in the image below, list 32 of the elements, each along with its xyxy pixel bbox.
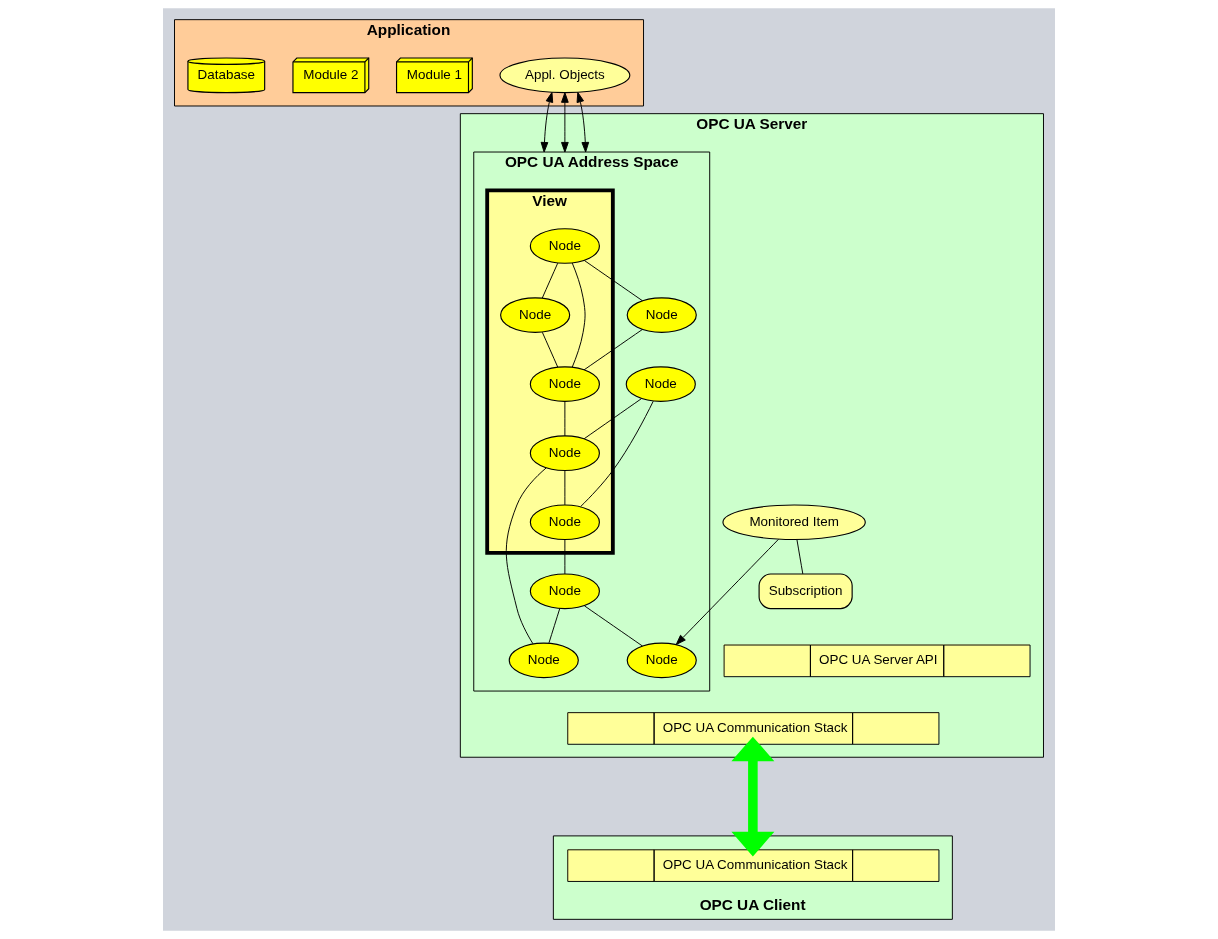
node-ellipse: Node [529,366,600,402]
connector [505,467,547,645]
connector [541,331,559,368]
node-box: Subscription [758,573,853,610]
node-ellipse: Node [508,642,579,679]
node-ellipse: Node [529,504,600,541]
node-ellipse: Node [626,297,697,333]
connector [796,539,804,575]
arrow [675,538,779,645]
node-ellipse: Node [625,366,696,402]
arrow [576,91,590,153]
connector [564,401,566,437]
node-ellipse: Node [529,573,600,610]
connector [584,605,643,647]
connector [583,329,643,371]
node-ellipse: Monitored Item [722,504,866,541]
node-ellipse: Node [529,435,600,472]
connector [571,262,586,368]
connector [541,262,559,299]
arrow [561,92,569,153]
arrow [540,91,554,153]
node-ellipse: Node [500,297,571,333]
node-ellipse: Node [529,228,600,264]
connector [580,400,654,508]
node-ellipse: Node [626,642,697,679]
connector [564,470,566,506]
connector [584,260,643,302]
connector [548,608,561,644]
arrow [731,736,775,857]
connector [583,398,642,440]
node-ellipse: Appl. Objects [499,57,631,94]
connector [564,539,566,575]
